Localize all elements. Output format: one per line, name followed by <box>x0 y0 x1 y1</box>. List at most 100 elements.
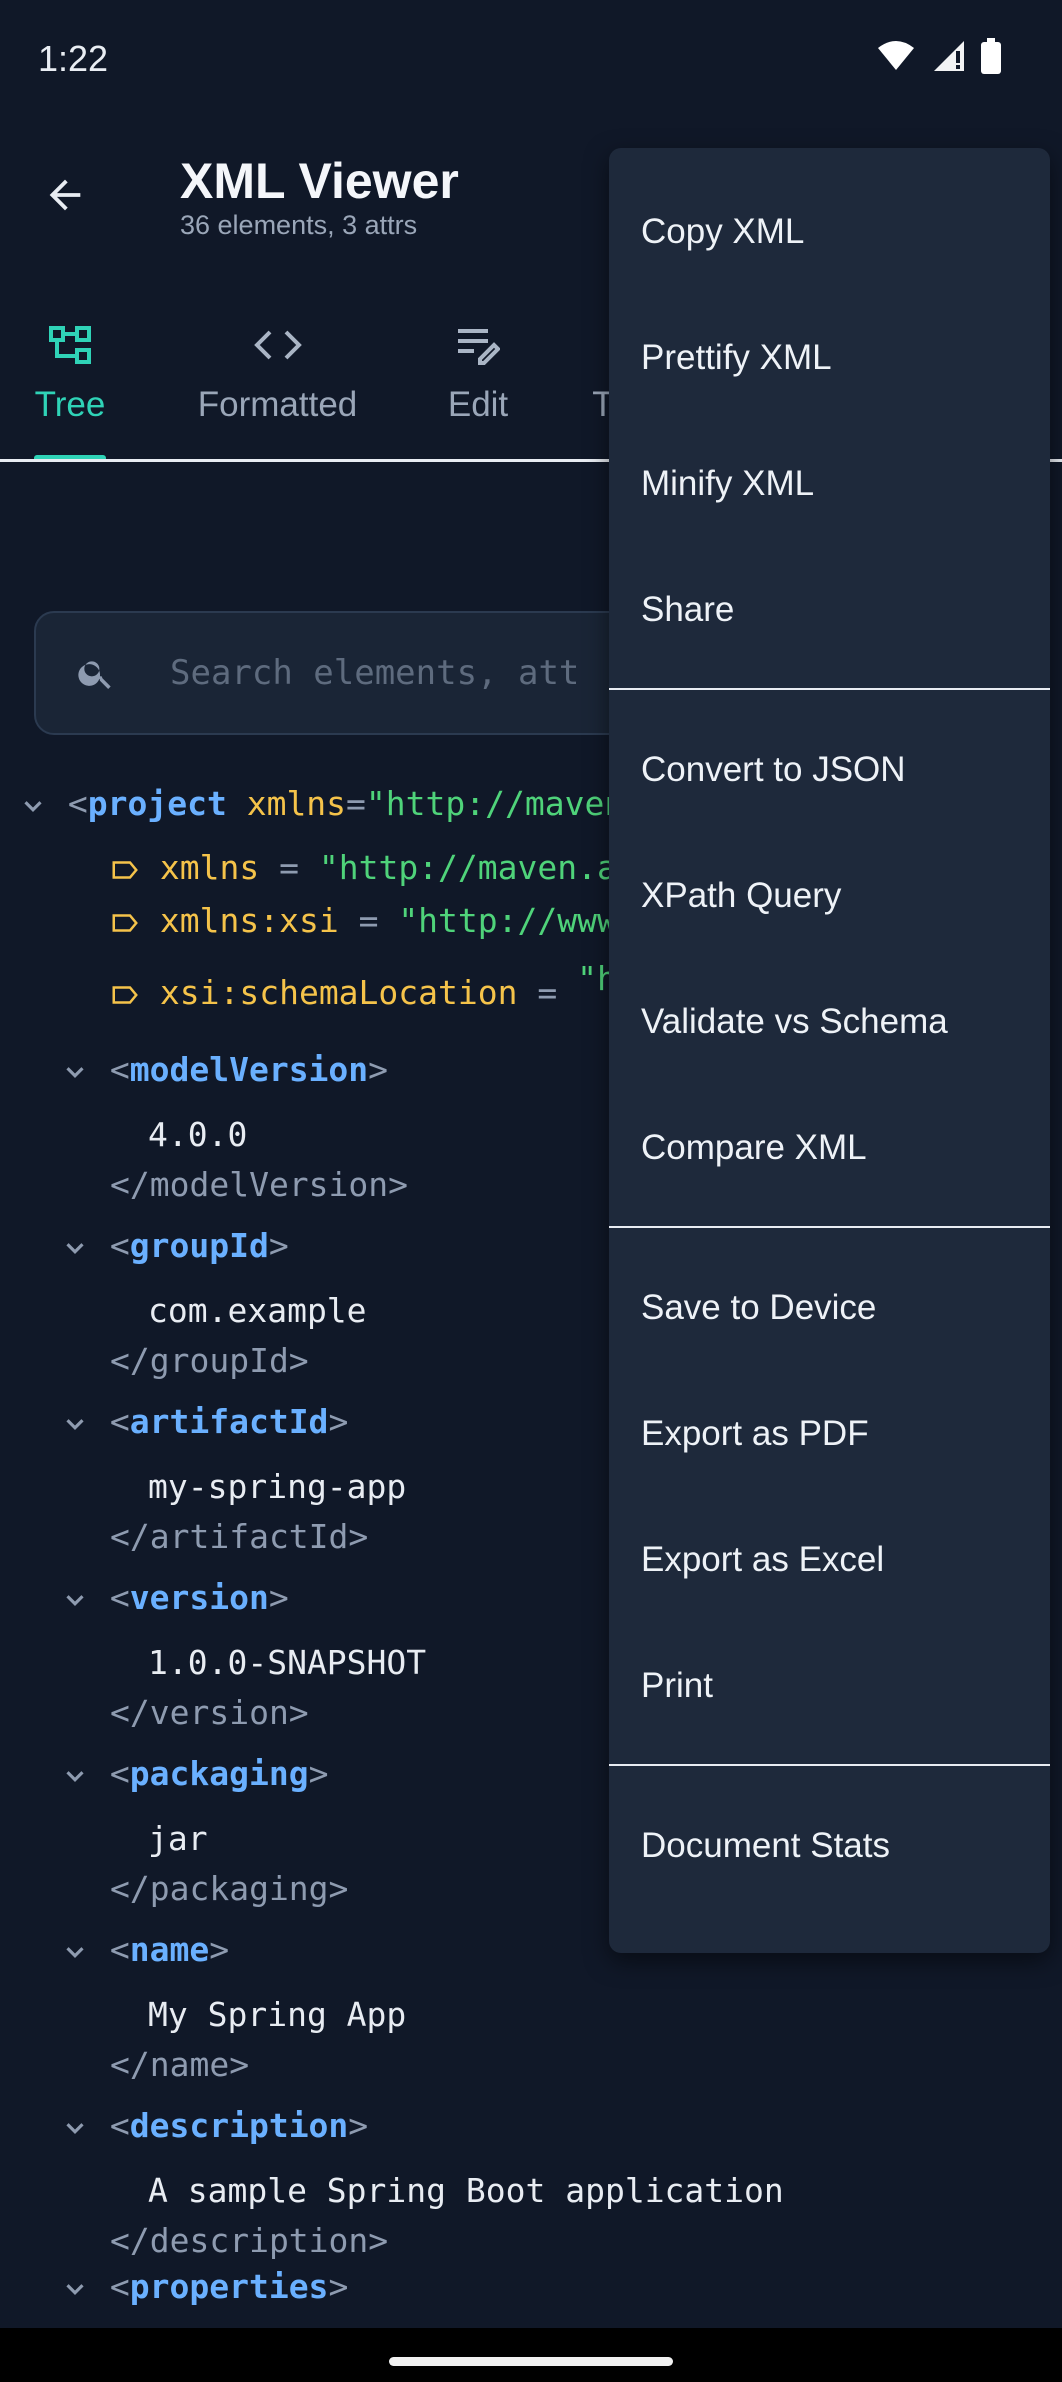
chevron-down-icon <box>66 2122 84 2134</box>
back-button[interactable] <box>30 160 100 230</box>
label-tag-icon <box>112 985 138 1004</box>
chevron-down-icon <box>66 2283 84 2295</box>
menu-item[interactable]: Save to Device <box>609 1244 1050 1370</box>
tab-edit[interactable]: Edit <box>438 295 518 460</box>
chevron-down-icon <box>66 1418 84 1430</box>
menu-item-label: Minify XML <box>641 464 815 503</box>
attr-name: xmlns <box>246 784 347 823</box>
tree-element-row[interactable]: <packaging> <box>60 1754 328 1793</box>
chevron-down-icon <box>24 800 42 812</box>
signal-icon <box>934 41 964 71</box>
menu-item-label: Validate vs Schema <box>641 1002 948 1041</box>
status-icons <box>876 38 1002 74</box>
menu-item[interactable]: Copy XML <box>609 168 1050 294</box>
element-text: 4.0.0 <box>148 1115 248 1154</box>
attribute-row: xmlns = "http://maven.ap <box>110 848 637 887</box>
chevron-down-icon <box>66 1242 84 1254</box>
menu-item[interactable]: Minify XML <box>609 420 1050 546</box>
navigation-bar <box>0 2328 1062 2382</box>
tag-name: modelVersion <box>129 1050 369 1089</box>
menu-divider <box>609 1764 1050 1766</box>
tab-indicator <box>34 455 106 461</box>
tab-label: Edit <box>447 385 509 424</box>
arrow-back-icon <box>49 179 81 211</box>
closing-tag: </packaging> <box>110 1869 349 1908</box>
menu-item[interactable]: Convert to JSON <box>609 706 1050 832</box>
page-subtitle: 36 elements, 3 attrs <box>180 210 418 240</box>
tree-element-row[interactable]: <description> <box>60 2106 368 2145</box>
tab-divider <box>0 459 1062 462</box>
wifi-icon <box>878 41 914 70</box>
tab-label: Tree <box>34 385 106 424</box>
tree-element-row[interactable]: <modelVersion> <box>60 1050 388 1089</box>
closing-tag: </groupId> <box>110 1341 309 1380</box>
tag-name: version <box>129 1578 269 1617</box>
search-placeholder: Search elements, att <box>170 653 580 693</box>
closing-tag: </description> <box>110 2221 389 2260</box>
tree-icon <box>49 326 91 364</box>
menu-item[interactable]: Share <box>609 546 1050 672</box>
tab-more[interactable]: T <box>588 295 618 460</box>
label-tag-icon <box>112 913 138 932</box>
menu-item-label: Share <box>641 590 735 629</box>
menu-divider <box>609 688 1050 690</box>
menu-item[interactable]: Prettify XML <box>609 294 1050 420</box>
menu-item[interactable]: Print <box>609 1622 1050 1748</box>
page-title: XML Viewer <box>180 153 459 209</box>
menu-item[interactable]: Validate vs Schema <box>609 958 1050 1084</box>
tab-tree[interactable]: Tree <box>20 295 120 460</box>
status-time: 1:22 <box>38 38 109 79</box>
menu-item[interactable]: XPath Query <box>609 832 1050 958</box>
element-text: com.example <box>148 1291 367 1330</box>
tree-element-row[interactable]: <name> <box>60 1930 229 1969</box>
chevron-down-icon <box>66 1770 84 1782</box>
search-icon <box>78 661 111 689</box>
attribute-row: xmlns:xsi = "http://www <box>110 901 617 940</box>
tab-label: Formatted <box>197 385 358 424</box>
menu-item-label: Export as Excel <box>641 1540 885 1579</box>
chevron-down-icon <box>66 1066 84 1078</box>
tree-root-row[interactable]: <project xmlns="http://maven <box>18 784 624 823</box>
attr-value: "http://maven <box>365 784 625 823</box>
tree-element-row[interactable]: <version> <box>60 1578 289 1617</box>
tab-bar: Tree Formatted Edit T <box>0 295 1062 460</box>
tag-name: groupId <box>129 1226 269 1265</box>
status-bar: 1:22 <box>0 0 1062 120</box>
tag-name: packaging <box>129 1754 309 1793</box>
menu-item[interactable]: Document Stats <box>609 1782 1050 1908</box>
battery-icon <box>981 38 1001 74</box>
tab-formatted[interactable]: Formatted <box>180 295 375 460</box>
tab-label: T <box>592 385 614 424</box>
home-handle[interactable] <box>389 2357 673 2366</box>
chevron-down-icon <box>66 1594 84 1606</box>
edit-notes-icon <box>458 329 500 365</box>
element-text: A sample Spring Boot application <box>148 2171 784 2210</box>
tree-element-row[interactable]: <groupId> <box>60 1226 289 1265</box>
closing-tag: </version> <box>110 1693 309 1732</box>
tag-name: properties <box>129 2267 329 2306</box>
menu-item[interactable]: Compare XML <box>609 1084 1050 1210</box>
label-tag-icon <box>112 860 138 879</box>
tag-name: description <box>129 2106 349 2145</box>
menu-item-label: Compare XML <box>641 1128 867 1167</box>
code-icon <box>253 330 302 360</box>
menu-item-label: Export as PDF <box>641 1414 869 1453</box>
menu-item[interactable]: Export as Excel <box>609 1496 1050 1622</box>
chevron-down-icon <box>66 1946 84 1958</box>
closing-tag: </artifactId> <box>110 1517 369 1556</box>
tag-name: artifactId <box>129 1402 329 1441</box>
menu-item-label: Copy XML <box>641 212 805 251</box>
tree-element-row[interactable]: <properties> <box>60 2267 348 2306</box>
menu-item-label: Save to Device <box>641 1288 877 1327</box>
overflow-menu: Copy XML Prettify XML Minify XML Share C… <box>609 148 1050 1953</box>
closing-tag: </modelVersion> <box>110 1165 409 1204</box>
tree-element-row[interactable]: <artifactId> <box>60 1402 348 1441</box>
tag-name: name <box>129 1930 210 1969</box>
element-text: my-spring-app <box>148 1467 407 1506</box>
app-bar: XML Viewer 36 elements, 3 attrs <box>0 130 1062 260</box>
menu-divider <box>609 1226 1050 1228</box>
menu-item-label: XPath Query <box>641 876 842 915</box>
menu-item[interactable]: Export as PDF <box>609 1370 1050 1496</box>
menu-item-label: Document Stats <box>641 1826 890 1865</box>
tag-name: project <box>87 784 227 823</box>
